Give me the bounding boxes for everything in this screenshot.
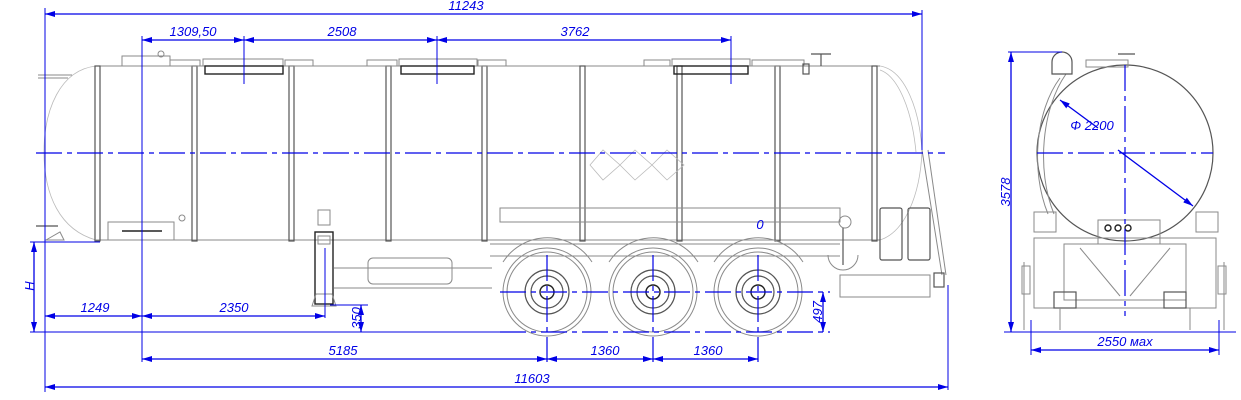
side-view-chassis [311,149,947,307]
dim-axle-height: 497 [810,300,825,322]
side-view-dimensions: 11243 1309,50 2508 3762 H 1249 2350 350 … [22,0,949,392]
reference-mark: 0 [756,217,764,232]
dim-overall-height: 3578 [998,177,1013,207]
dim-coupling-height: H [22,281,37,291]
dim-axle-spacing-1: 1360 [591,343,621,358]
dim-kingpin-to-landing-gear: 2350 [219,300,250,315]
dim-kingpin-to-axle: 5185 [329,343,359,358]
dim-overall-tank-length: 11243 [448,0,484,13]
dim-overall-width: 2550 мах [1096,334,1153,349]
rear-view: Φ 2200 3578 2550 мах [998,51,1236,355]
dim-overall-length: 11603 [514,371,550,386]
dim-hatch-offset: 1309,50 [170,24,218,39]
top-hatches [121,50,831,75]
dim-tank-diameter: Φ 2200 [1070,118,1114,133]
dim-axle-spacing-2: 1360 [694,343,724,358]
hazard-placard [589,149,685,181]
dim-front-to-kingpin: 1249 [81,300,110,315]
side-view-tank [36,50,923,242]
dim-hatch-spacing-1: 2508 [327,24,358,39]
dim-landing-gear-height: 350 [349,306,364,328]
dim-hatch-spacing-2: 3762 [561,24,591,39]
